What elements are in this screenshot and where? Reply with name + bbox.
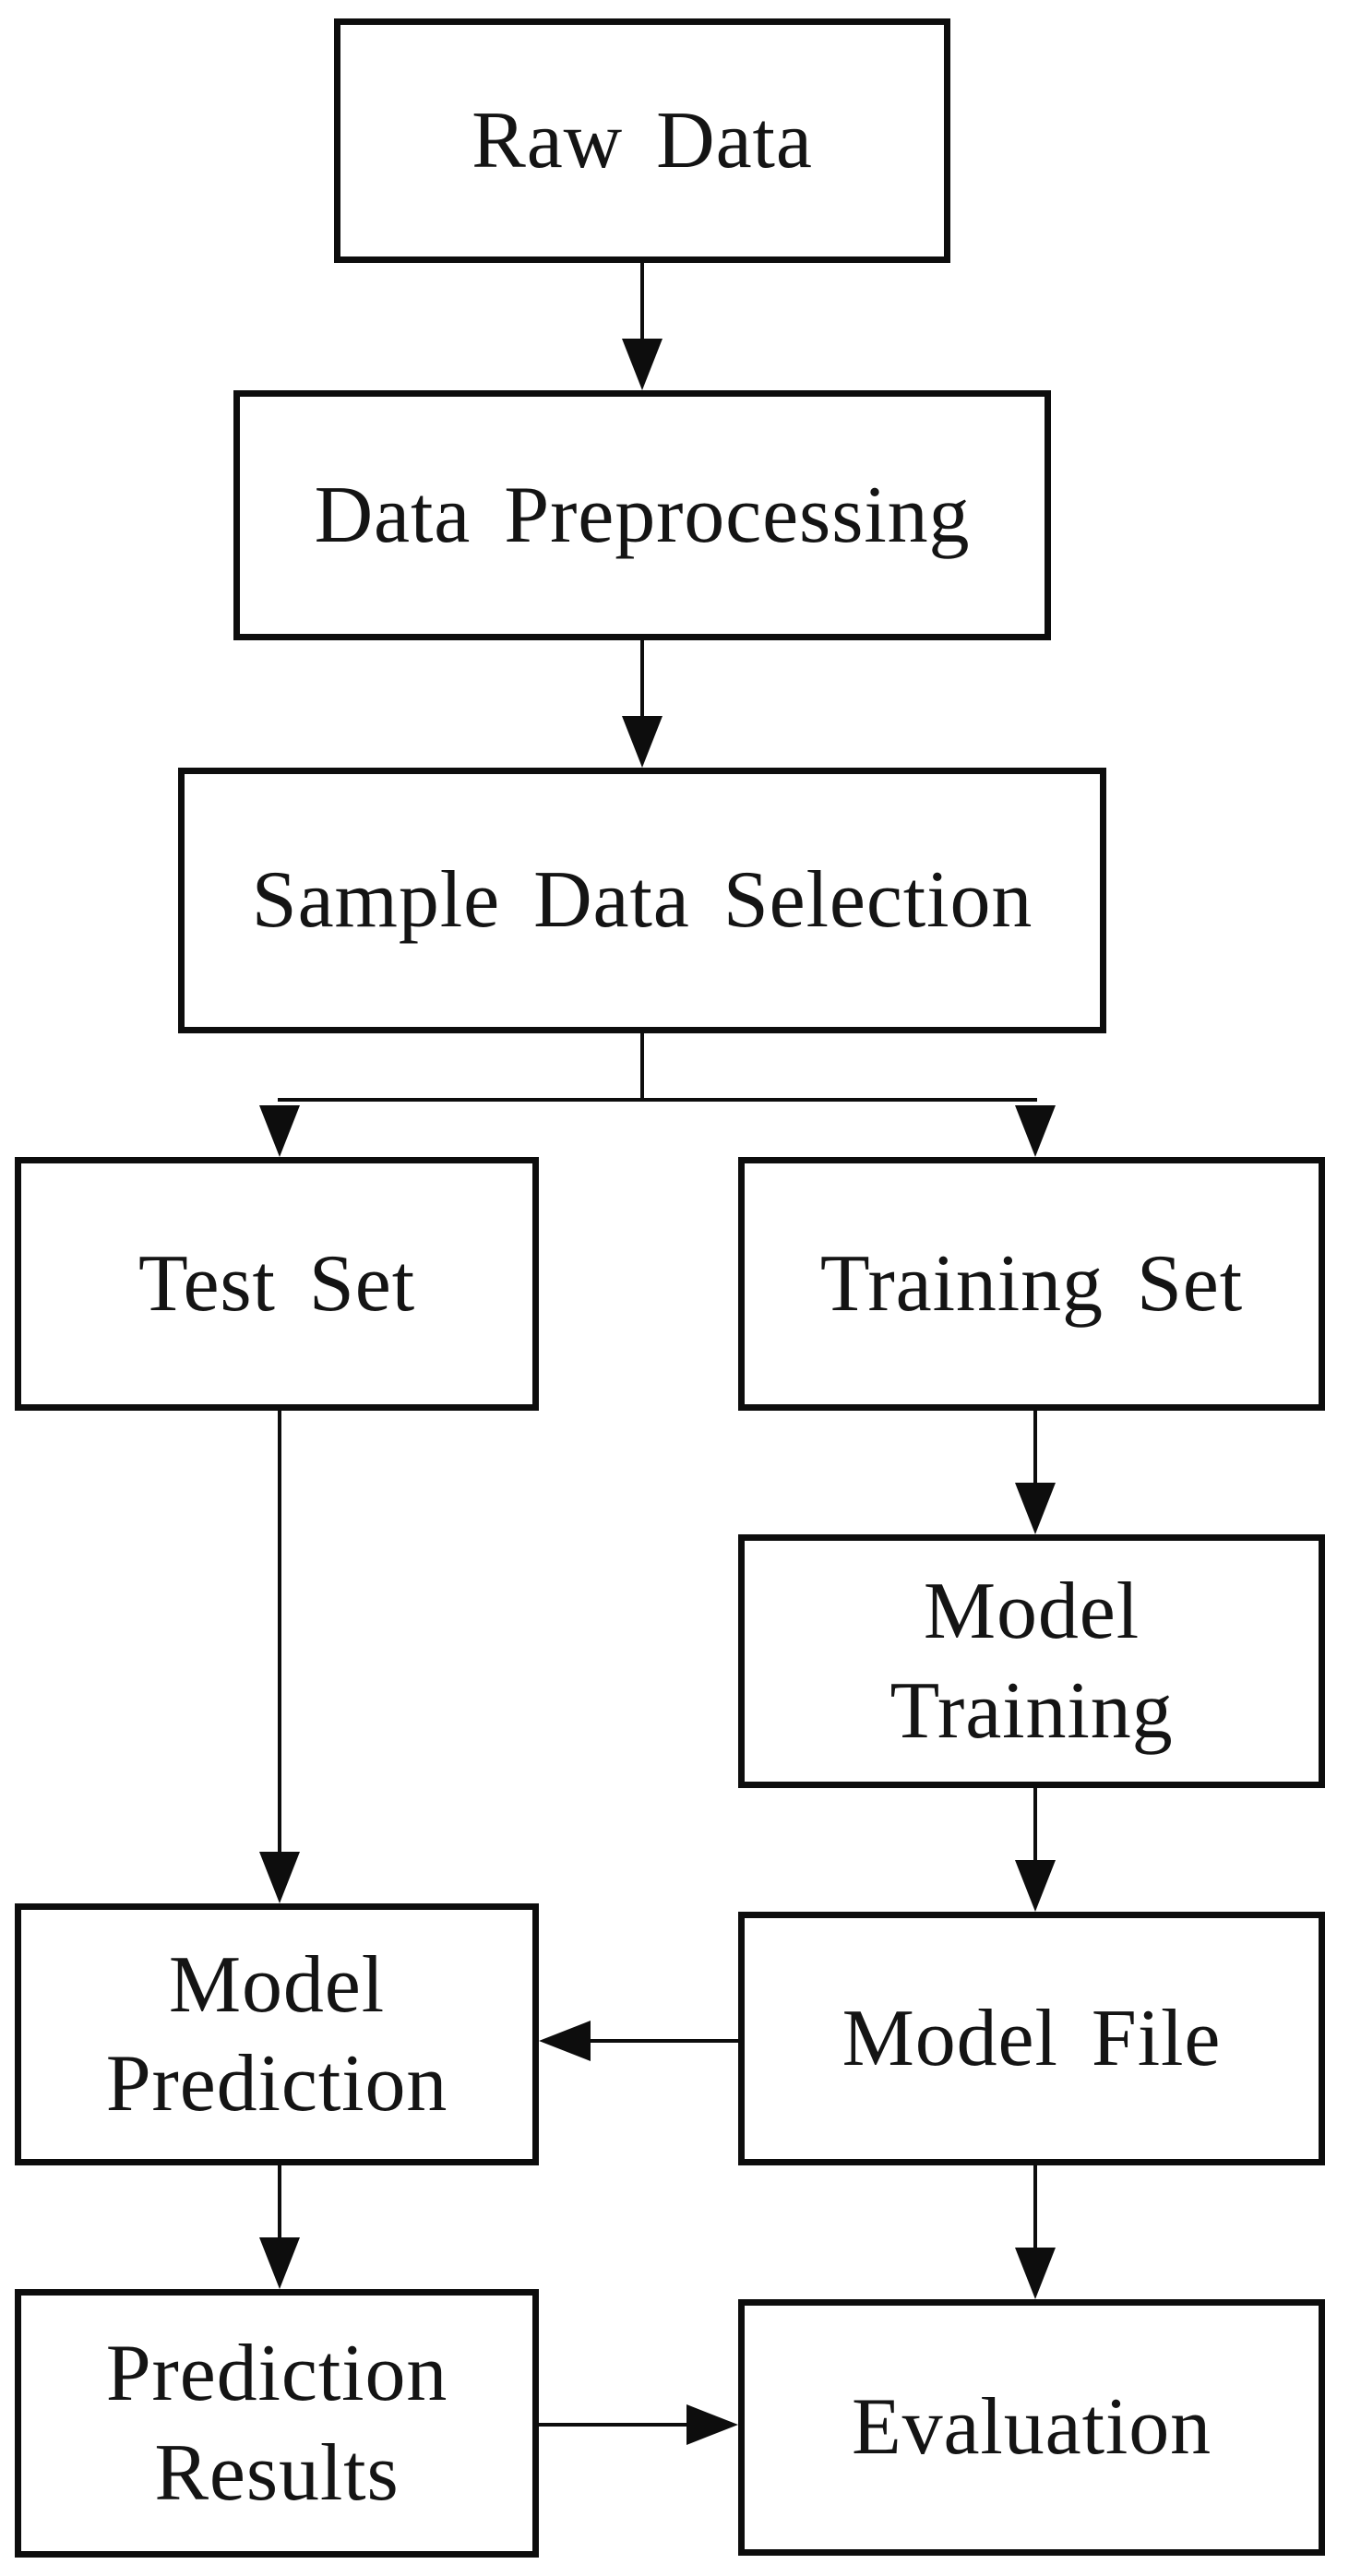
- edge-prediction-results-to-evaluation-line: [539, 2423, 686, 2427]
- edge-raw-data-to-data-preprocessing-arrowhead-icon: [622, 339, 663, 390]
- edge-model-file-to-model-prediction-line: [591, 2039, 738, 2043]
- node-evaluation-label: Evaluation: [851, 2382, 1212, 2473]
- edge-model-file-to-model-prediction-arrowhead-icon: [539, 2021, 591, 2061]
- node-data-preprocessing: Data Preprocessing: [233, 390, 1051, 640]
- edge-model-file-to-evaluation-arrowhead-icon: [1015, 2248, 1056, 2299]
- node-model-prediction: Model Prediction: [15, 1903, 539, 2165]
- edge-model-training-to-model-file-arrowhead-icon: [1015, 1860, 1056, 1912]
- node-training-set-label: Training Set: [819, 1238, 1244, 1329]
- node-raw-data-label: Raw Data: [472, 95, 813, 185]
- node-test-set-label: Test Set: [137, 1238, 416, 1329]
- edge-training-set-to-model-training-line: [1033, 1411, 1037, 1485]
- edge-data-preprocessing-to-sample-data-selection-line: [640, 640, 644, 718]
- node-training-set: Training Set: [738, 1157, 1325, 1411]
- node-model-training-label: Model Training: [889, 1567, 1174, 1756]
- node-prediction-results: Prediction Results: [15, 2289, 539, 2558]
- edge-sample-data-selection-branch-crossbar-line: [278, 1098, 1037, 1102]
- edge-sample-data-selection-to-training-set-arrowhead-icon: [1015, 1105, 1056, 1157]
- node-evaluation: Evaluation: [738, 2299, 1325, 2556]
- edge-model-file-to-evaluation-line: [1033, 2165, 1037, 2248]
- edge-test-set-to-model-prediction-line: [278, 1411, 281, 1854]
- node-model-training: Model Training: [738, 1534, 1325, 1788]
- node-model-prediction-label: Model Prediction: [105, 1939, 448, 2129]
- node-model-file: Model File: [738, 1912, 1325, 2165]
- edge-model-training-to-model-file-line: [1033, 1788, 1037, 1862]
- node-sample-data-selection-label: Sample Data Selection: [251, 855, 1033, 946]
- edge-data-preprocessing-to-sample-data-selection-arrowhead-icon: [622, 716, 663, 768]
- node-raw-data: Raw Data: [334, 18, 950, 263]
- edge-training-set-to-model-training-arrowhead-icon: [1015, 1483, 1056, 1534]
- node-sample-data-selection: Sample Data Selection: [178, 768, 1106, 1033]
- node-model-file-label: Model File: [842, 1993, 1222, 2083]
- node-test-set: Test Set: [15, 1157, 539, 1411]
- edge-sample-data-selection-to-test-set-arrowhead-icon: [259, 1105, 300, 1157]
- edge-prediction-results-to-evaluation-arrowhead-icon: [686, 2404, 738, 2445]
- edge-model-prediction-to-prediction-results-line: [278, 2165, 281, 2237]
- edge-test-set-to-model-prediction-arrowhead-icon: [259, 1852, 300, 1903]
- edge-model-prediction-to-prediction-results-arrowhead-icon: [259, 2237, 300, 2289]
- node-prediction-results-label: Prediction Results: [105, 2329, 448, 2518]
- edge-raw-data-to-data-preprocessing-line: [640, 263, 644, 340]
- node-data-preprocessing-label: Data Preprocessing: [314, 470, 971, 560]
- edge-sample-data-selection-branch-stem-line: [640, 1033, 644, 1100]
